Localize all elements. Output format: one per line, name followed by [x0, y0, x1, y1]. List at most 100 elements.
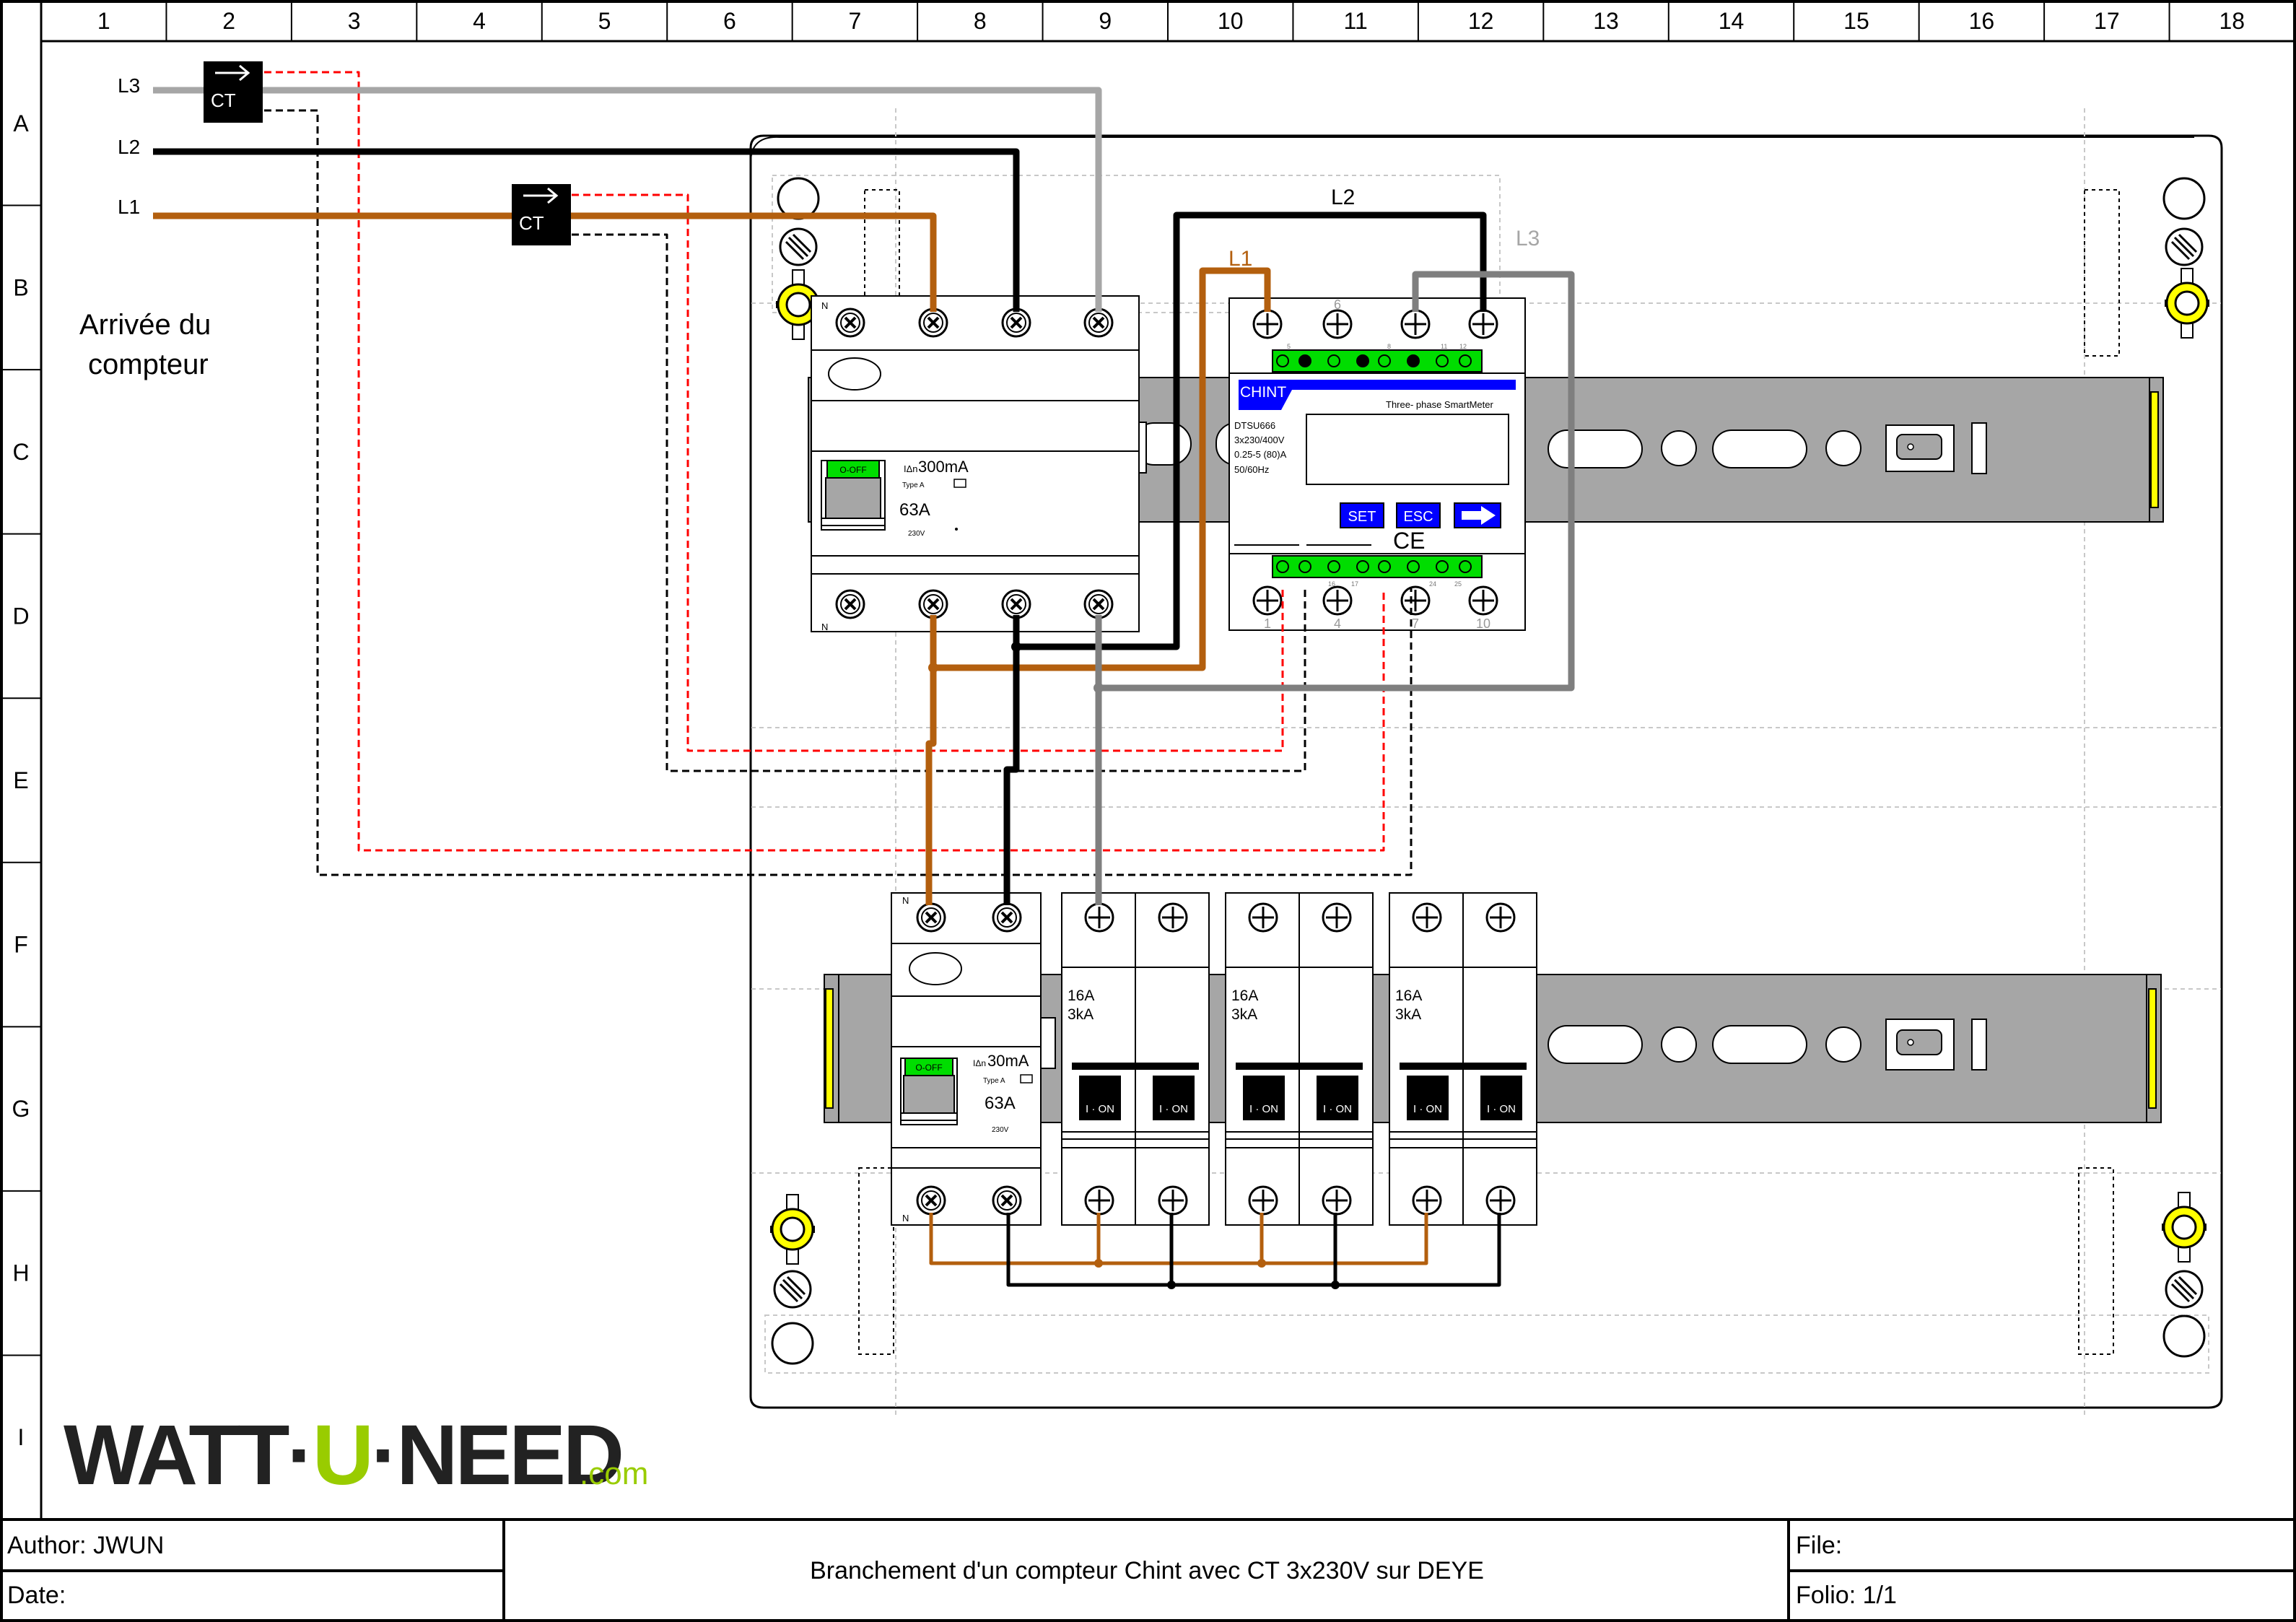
terminal-pin [1356, 560, 1369, 573]
arrow-right-icon [523, 187, 559, 204]
logo-text-part3: ·NEED [371, 1408, 621, 1503]
column-label: 18 [2219, 8, 2245, 34]
meter-model: DTSU666 [1234, 420, 1275, 431]
neutral-label: N [821, 622, 828, 632]
wire-label-l1: L1 [1228, 247, 1252, 271]
terminal-number: 6 [1334, 297, 1341, 312]
breaker-toggle[interactable] [1079, 1076, 1121, 1120]
column-label: 15 [1843, 8, 1869, 34]
breaker-capacity: 3kA [1395, 1006, 1421, 1023]
row-label: G [12, 1096, 30, 1122]
type-label: Type A [902, 481, 925, 489]
column-label: 17 [2094, 8, 2120, 34]
terminal-pin [1327, 354, 1340, 367]
breaker-toggle-label: I · ON [1487, 1103, 1516, 1115]
ct-sensor-l1: CT [512, 184, 571, 245]
row-label: H [12, 1260, 29, 1286]
neutral-label: N [821, 300, 828, 311]
breaker-rating: 16A [1395, 987, 1422, 1004]
strip-number: 17 [1351, 580, 1358, 588]
terminal-pin [1378, 354, 1391, 367]
svg-text:WATT·U·NEED: WATT·U·NEED [64, 1408, 621, 1503]
ct-sensor-l3: CT [204, 61, 263, 123]
column-label: 9 [1099, 8, 1112, 34]
breaker-toggle-label: I · ON [1249, 1103, 1278, 1115]
sensitivity-label: 300mA [918, 458, 969, 476]
column-label: 3 [348, 8, 361, 34]
row-label: D [12, 603, 29, 629]
meter-frequency: 50/60Hz [1234, 464, 1269, 475]
terminal-pin [1459, 560, 1472, 573]
wire-label-l3: L3 [1516, 227, 1540, 250]
neutral-label: N [902, 895, 909, 906]
logo-text-part1: WATT· [64, 1408, 313, 1503]
type-label: Type A [983, 1077, 1005, 1085]
breaker-toggle[interactable] [1480, 1076, 1522, 1120]
terminal-pin [1459, 354, 1472, 367]
column-label: 8 [974, 8, 987, 34]
voltage-label: 230V [992, 1126, 1009, 1134]
terminal-pin [1298, 560, 1311, 573]
breaker-toggle-label: I · ON [1159, 1103, 1188, 1115]
breaker-toggle-label: I · ON [1323, 1103, 1352, 1115]
terminal-pin [1276, 560, 1289, 573]
column-label: 16 [1969, 8, 1995, 34]
author-field: Author: JWUN [7, 1532, 165, 1559]
incoming-title: Arrivée du [79, 309, 211, 341]
column-label: 1 [97, 8, 110, 34]
title-block [1, 1519, 2295, 1621]
phase-label-l1: L1 [118, 196, 140, 218]
column-label: 6 [723, 8, 736, 34]
terminal-pin [1407, 354, 1420, 367]
switch-state-label: O-OFF [915, 1063, 942, 1073]
breaker-toggle[interactable] [1153, 1076, 1195, 1120]
incoming-title: compteur [88, 349, 209, 380]
strip-number: 25 [1454, 580, 1462, 588]
terminal-pin [1276, 354, 1289, 367]
meter-esc-label: ESC [1403, 509, 1433, 525]
breaker-toggle[interactable] [1407, 1076, 1449, 1120]
column-label: 10 [1218, 8, 1244, 34]
meter-esc-button[interactable] [1396, 502, 1441, 528]
column-label: 7 [848, 8, 861, 34]
arrow-right-icon [215, 64, 250, 82]
meter-set-button[interactable] [1340, 502, 1384, 528]
breaker-toggle[interactable] [1317, 1076, 1358, 1120]
meter-current: 0.25-5 (80)A [1234, 449, 1287, 460]
date-field: Date: [7, 1582, 66, 1609]
strip-number: 8 [1387, 343, 1391, 350]
ct-label: CT [519, 212, 544, 234]
meter-display [1306, 414, 1509, 485]
strip-number: 11 [1441, 343, 1447, 350]
arrow-right-icon [1462, 506, 1496, 525]
column-label: 5 [598, 8, 611, 34]
terminal-number: 10 [1476, 616, 1490, 631]
strip-number: 16 [1328, 580, 1335, 588]
strip-number: 5 [1287, 343, 1291, 350]
row-label: C [12, 439, 29, 465]
terminal-number: 1 [1264, 616, 1271, 631]
terminal-pin [1298, 354, 1311, 367]
row-label: E [13, 767, 28, 793]
rating-label: 63A [899, 500, 930, 520]
wire-junctions [928, 642, 1340, 1289]
wire-label-l2: L2 [1331, 186, 1355, 209]
breaker-capacity: 3kA [1068, 1006, 1094, 1023]
row-label: B [13, 274, 28, 300]
terminal-pin [1356, 354, 1369, 367]
ce-mark: CE [1393, 528, 1425, 554]
row-label: F [14, 932, 28, 958]
row-label: I [18, 1424, 25, 1450]
strip-number: 24 [1429, 580, 1436, 588]
breaker-toggle[interactable] [1243, 1076, 1285, 1120]
terminal-pin [1436, 354, 1449, 367]
sensitivity-prefix: IΔn [973, 1058, 986, 1068]
watt-u-need-logo: WATT·U·NEED .com [64, 1408, 648, 1503]
folio-field: Folio: 1/1 [1796, 1582, 1897, 1609]
breaker-toggle-label: I · ON [1086, 1103, 1114, 1115]
